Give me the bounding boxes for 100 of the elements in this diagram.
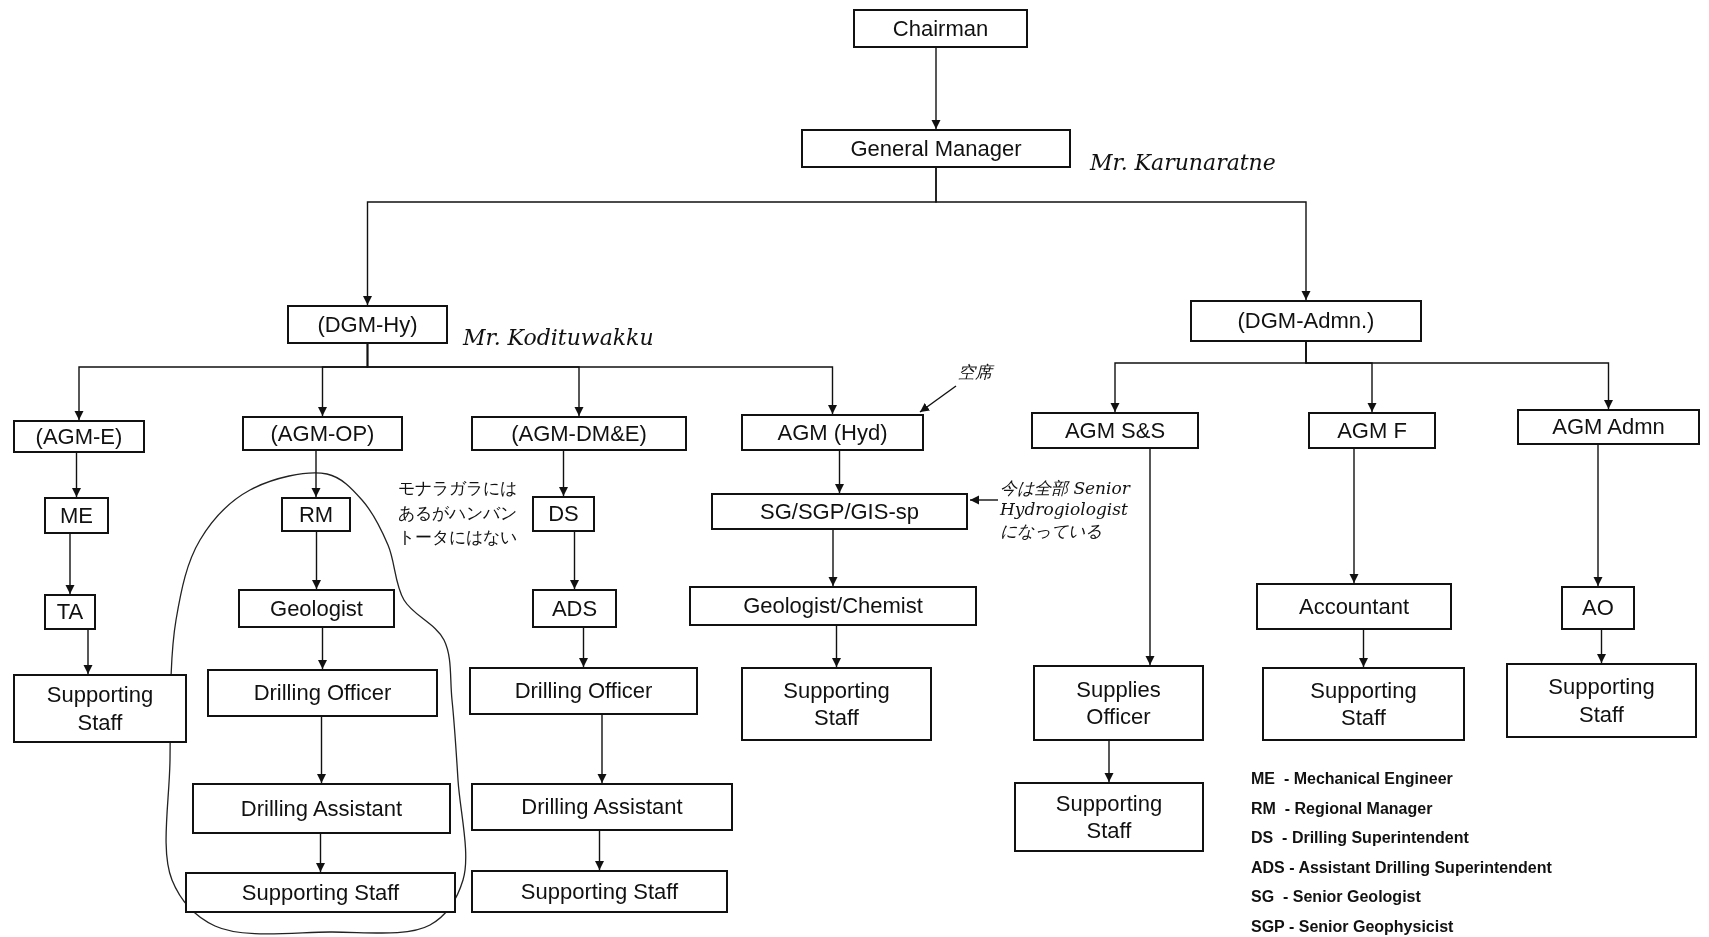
position-title: General Manager [850,134,1022,163]
position-title: AGM Admn [1552,413,1665,441]
position-box [1031,412,1199,449]
handwritten-note: モナラガラにはあるがハンバントータにはない [398,477,518,550]
abbreviation-note: SG - Senior Geologist [1251,888,1421,906]
position-box [287,305,448,344]
position-title: (AGM-DM&E) [511,419,647,448]
arrow [559,450,568,497]
position-title: SG/SGP/GIS-sp [760,497,919,526]
position-title: DS [548,500,579,528]
position-box [741,414,924,451]
arrow [1359,629,1368,668]
arrow [83,629,93,675]
position-box [741,667,932,741]
position-box [532,589,617,628]
position-title: Geologist [270,594,363,623]
position-box [1033,665,1204,741]
position-box [1014,782,1204,852]
position-title: AGM F [1337,416,1407,445]
handwritten-name: Mr. Kodituwakku [463,325,654,350]
arrow [832,625,841,668]
position-box [469,667,698,715]
handwritten-note: 今は全部 Senior Hydrogiologist になっている [1000,478,1132,542]
position-title: Supporting Staff [241,878,400,907]
position-box [1262,667,1465,741]
position-title: Supporting Staff [1547,673,1656,728]
abbreviation-note: DS - Drilling Superintendent [1251,829,1469,847]
position-box [1190,300,1422,342]
position-box [1561,586,1635,630]
arrow [1597,629,1606,664]
position-box [1308,412,1436,449]
position-title: (AGM-OP) [270,419,375,448]
arrow [317,716,326,784]
arrow [597,714,607,784]
arrow [311,450,321,498]
position-title: Supporting Staff [520,877,679,906]
arrow [366,343,837,415]
arrow [835,450,844,494]
position-box [689,586,977,626]
arrow [65,533,75,595]
arrow [1305,341,1613,410]
abbreviation-note: ADS - Assistant Drilling Superintendent [1251,858,1552,877]
position-box [13,674,187,743]
position-title: (DGM-Admn.) [1237,307,1375,335]
position-box [185,872,456,913]
arrow [570,531,579,590]
arrow [828,529,838,587]
position-box [281,497,351,532]
position-box [471,416,687,451]
position-box [471,870,728,913]
position-title: (DGM-Hy) [317,310,418,339]
arrow [1145,448,1155,666]
position-box [711,493,968,530]
position-title: AGM S&S [1064,416,1166,445]
arrow [312,531,321,590]
position-title: Supporting Staff [1054,789,1164,845]
abbreviation-note: ME - Mechanical Engineer [1251,770,1453,788]
position-title: (AGM-E) [35,422,123,451]
handwritten-name: Mr. Karunaratne [1090,150,1276,175]
position-box [853,9,1028,48]
position-title: AO [1582,594,1614,622]
position-box [1506,663,1697,738]
position-box [471,783,733,831]
position-title: Drilling Assistant [240,794,403,823]
arrow [935,167,1311,301]
position-box [532,496,595,532]
arrow [72,452,81,498]
arrow [316,833,325,873]
position-title: Chairman [892,14,989,43]
arrow [579,627,588,668]
position-title: AGM (Hyd) [777,418,888,447]
position-title: ADS [551,594,598,623]
position-box [238,589,395,628]
position-box [801,129,1071,168]
arrow [318,627,327,670]
position-title: Supporting Staff [45,681,155,736]
arrow [969,495,999,505]
arrow [931,47,941,130]
arrow [595,830,604,871]
arrow [919,385,957,413]
position-title: ME [60,501,93,530]
abbreviation-note: SGP - Senior Geophysicist [1251,917,1454,936]
position-title: Supplies Officer [1075,675,1162,731]
position-title: Drilling Assistant [521,793,683,821]
position-title: Accountant [1298,592,1410,621]
position-title: Drilling Officer [514,677,653,705]
arrow [1349,448,1359,584]
position-title: Geologist/Chemist [743,592,923,620]
position-title: RM [298,500,334,529]
position-box [242,416,403,451]
position-box [1517,409,1700,445]
position-box [44,594,96,630]
arrow [1593,444,1603,587]
arrow [1104,740,1114,783]
position-box [1256,583,1452,630]
position-box [192,783,451,834]
position-box [207,669,438,717]
abbreviation-note: RM - Regional Manager [1251,799,1433,818]
position-title: TA [56,598,84,626]
position-title: Supporting Staff [1309,676,1418,732]
